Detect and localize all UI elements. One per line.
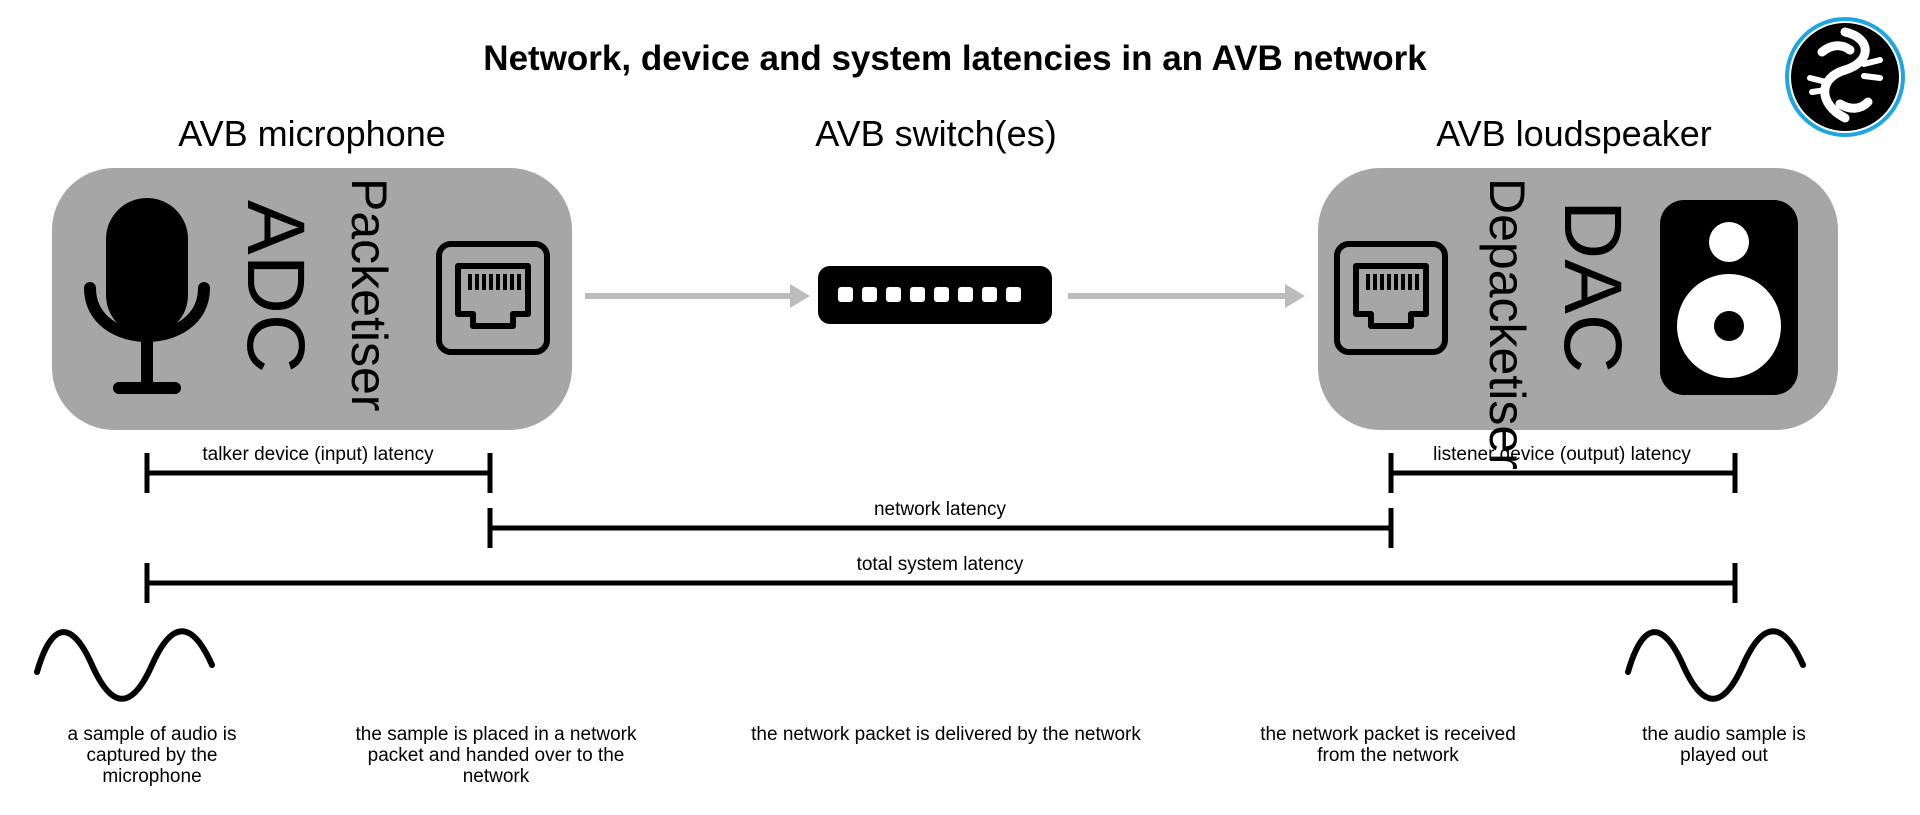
microphone-icon	[84, 198, 210, 394]
caption-line: from the network	[1317, 745, 1459, 766]
ethernet-port-icon	[436, 241, 550, 355]
caption-line: the sample is placed in a network	[356, 724, 637, 745]
network-latency-bracket: network latency	[487, 499, 1394, 548]
talker-latency-label: talker device (input) latency	[202, 444, 434, 465]
logo-icon	[1785, 17, 1905, 137]
network-switch-icon	[818, 266, 1052, 324]
listener-latency-bracket: listener device (output) latency	[1388, 444, 1738, 493]
caption-line: network	[463, 766, 530, 787]
caption-receive: the network packet is received from the …	[1260, 724, 1516, 766]
caption-packetise: the sample is placed in a network packet…	[356, 724, 637, 787]
sine-wave-icon	[1625, 628, 1806, 702]
ethernet-port-icon	[1334, 241, 1448, 355]
caption-line: captured by the	[87, 745, 218, 766]
talker-heading: AVB microphone	[178, 113, 445, 154]
caption-line: the network packet is delivered by the n…	[751, 724, 1141, 745]
dac-label: DAC	[1547, 200, 1638, 373]
listener-device: Depacketiser DAC	[1318, 168, 1838, 470]
talker-latency-bracket: talker device (input) latency	[144, 444, 493, 493]
caption-playout: the audio sample is played out	[1642, 724, 1806, 766]
listener-heading: AVB loudspeaker	[1436, 113, 1712, 154]
switch-heading: AVB switch(es)	[815, 113, 1056, 154]
caption-line: packet and handed over to the	[368, 745, 625, 766]
depacketiser-label: Depacketiser	[1479, 178, 1535, 470]
caption-line: a sample of audio is	[68, 724, 237, 745]
packetiser-label: Packetiser	[341, 178, 397, 411]
caption-deliver: the network packet is delivered by the n…	[751, 724, 1141, 745]
loudspeaker-icon	[1660, 200, 1798, 395]
caption-line: the audio sample is	[1642, 724, 1806, 745]
listener-latency-label: listener device (output) latency	[1433, 444, 1691, 465]
diagram-title: Network, device and system latencies in …	[483, 39, 1427, 78]
caption-line: microphone	[102, 766, 201, 787]
total-latency-bracket: total system latency	[144, 554, 1738, 603]
sine-wave-icon	[34, 628, 215, 702]
adc-label: ADC	[230, 200, 321, 373]
caption-capture: a sample of audio is captured by the mic…	[68, 724, 237, 787]
caption-line: the network packet is received	[1260, 724, 1516, 745]
network-latency-label: network latency	[874, 499, 1007, 520]
total-latency-label: total system latency	[857, 554, 1024, 575]
caption-line: played out	[1680, 745, 1768, 766]
talker-device: ADC Packetiser	[52, 168, 572, 430]
arrow-switch-to-listener	[1068, 284, 1305, 308]
arrow-talker-to-switch	[585, 284, 810, 308]
